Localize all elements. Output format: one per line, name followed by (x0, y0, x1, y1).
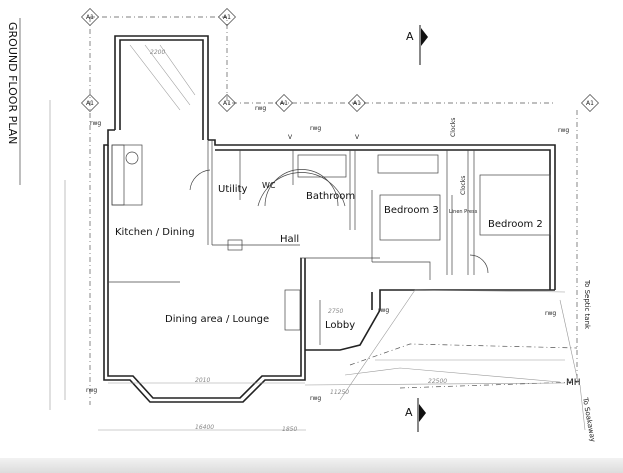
vent-label: V (355, 134, 360, 141)
svg-text:A1: A1 (353, 100, 361, 107)
rwg-label: rwg (310, 395, 321, 402)
section-marker-bottom: A (405, 398, 426, 432)
dim-d6: 2200 (150, 49, 165, 56)
fittings (111, 44, 551, 331)
room-wc: WC (262, 181, 276, 190)
room-utility: Utility (218, 184, 247, 195)
svg-text:A1: A1 (223, 100, 231, 107)
room-bedroom-2: Bedroom 2 (488, 219, 543, 230)
dim-d5: 2750 (328, 308, 343, 315)
svg-text:A: A (405, 406, 413, 419)
room-hall: Hall (280, 234, 299, 245)
rwg-label: rwg (545, 310, 556, 317)
room-lobby: Lobby (325, 320, 355, 331)
svg-text:A1: A1 (586, 100, 594, 107)
cupboard-clocks-2: Clocks (460, 176, 467, 195)
room-bathroom: Bathroom (306, 191, 355, 202)
room-dining-lounge: Dining area / Lounge (165, 314, 269, 325)
dimension-lines (49, 100, 566, 431)
svg-text:A1: A1 (280, 100, 288, 107)
rwg-label: rwg (90, 120, 101, 127)
plan-title: GROUND FLOOR PLAN (6, 22, 19, 144)
room-bedroom-3: Bedroom 3 (384, 205, 439, 216)
section-marker-top: A (406, 25, 428, 65)
rwg-label: rwg (86, 387, 97, 394)
rwg-label: rwg (558, 127, 569, 134)
room-linen-press: Linen Press (449, 209, 478, 215)
svg-text:A1: A1 (86, 14, 94, 21)
svg-text:A1: A1 (86, 100, 94, 107)
dim-d2: 22500 (428, 378, 447, 385)
grid-markers: A1 A1 A1 A1 A1 A1 A1 (81, 8, 599, 112)
rwg-label: rwg (378, 307, 389, 314)
cupboard-clocks-1: Clocks (450, 118, 457, 137)
svg-text:A1: A1 (223, 14, 231, 21)
partitions (108, 140, 475, 345)
rwg-label: rwg (255, 105, 266, 112)
dim-d1: 2010 (195, 377, 210, 384)
svg-text:A: A (406, 30, 414, 43)
walls (103, 35, 556, 403)
manhole-label: MH (566, 378, 581, 388)
grid-lines (89, 16, 578, 405)
septic-tank-label: To Septic tank (583, 279, 591, 330)
drainage-lines (339, 289, 586, 431)
vent-label: V (288, 134, 293, 141)
dim-d3: 11250 (330, 389, 349, 396)
soakaway-label: To Soakaway (581, 396, 597, 443)
room-kitchen-dining: Kitchen / Dining (115, 227, 195, 238)
bottom-bar (0, 458, 623, 473)
dim-d4: 1850 (282, 426, 297, 433)
dim-overall: 16400 (195, 424, 214, 431)
rwg-label: rwg (310, 125, 321, 132)
